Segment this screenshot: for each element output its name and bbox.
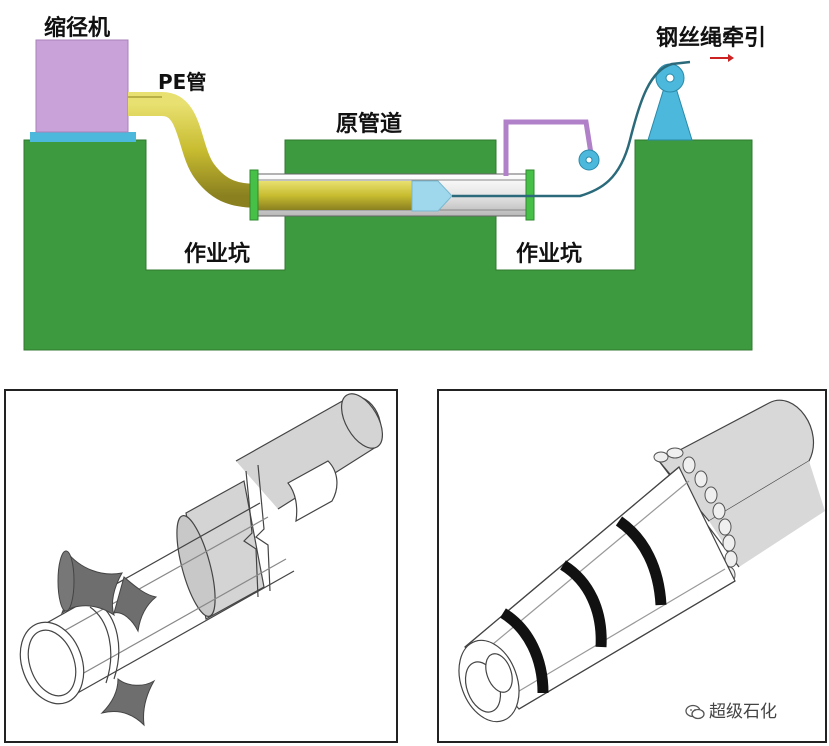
pulling-head bbox=[411, 180, 453, 212]
roller-bottom bbox=[100, 677, 156, 727]
pe-pipe-bend bbox=[128, 92, 261, 208]
pipe-installation-diagram bbox=[23, 39, 753, 351]
pe-pipe-inside bbox=[258, 181, 413, 210]
black-bands bbox=[499, 516, 667, 694]
watermark: 超级石化 bbox=[685, 697, 777, 722]
steel-wire-rope bbox=[452, 60, 691, 198]
label-reducer: 缩径机 bbox=[44, 16, 111, 41]
pull-arrow bbox=[710, 54, 734, 62]
reducer-machine bbox=[35, 39, 129, 133]
banded-pipe-illustration bbox=[437, 389, 827, 743]
label-pe-pipe: PE管 bbox=[158, 70, 207, 94]
label-work-pit-left: 作业坑 bbox=[184, 242, 251, 267]
clip-ring bbox=[653, 447, 738, 584]
roller-guide-drawing bbox=[19, 393, 384, 727]
reducer-base bbox=[30, 132, 136, 142]
wechat-icon bbox=[685, 704, 705, 720]
roller-top bbox=[57, 550, 158, 633]
label-original-pipe: 原管道 bbox=[336, 112, 403, 137]
label-winch: 钢丝绳牵引 bbox=[656, 26, 767, 51]
roller-guide-illustration bbox=[4, 389, 398, 743]
pulley-frame bbox=[503, 119, 595, 176]
banded-pipe-drawing bbox=[458, 399, 825, 723]
watermark-text: 超级石化 bbox=[709, 702, 777, 722]
winch-stand bbox=[647, 87, 693, 141]
top-diagram: 缩径机 PE管 原管道 作业坑 作业坑 钢丝绳牵引 bbox=[0, 0, 829, 360]
flange-left bbox=[249, 169, 259, 221]
label-work-pit-right: 作业坑 bbox=[516, 242, 583, 267]
ground bbox=[23, 139, 753, 351]
